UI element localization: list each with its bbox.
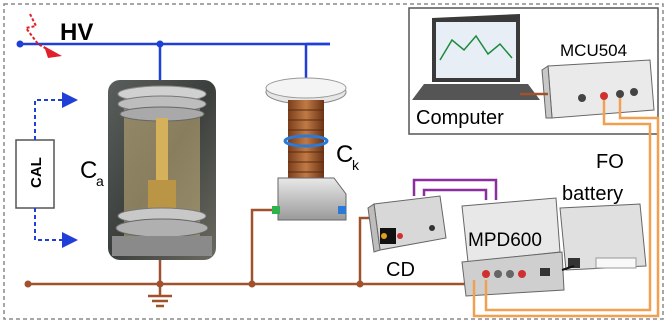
hv-arrow-icon xyxy=(24,13,62,58)
ca-label: C a xyxy=(80,157,104,189)
svg-text:C: C xyxy=(336,141,353,168)
svg-text:k: k xyxy=(352,157,360,173)
hv-label: HV xyxy=(60,19,93,46)
svg-text:a: a xyxy=(96,173,104,189)
fo-fibers xyxy=(472,98,660,318)
mpd600-device xyxy=(461,197,565,297)
battery-device xyxy=(559,203,647,271)
mcu504-device xyxy=(541,59,655,119)
ca-capacitor-photo xyxy=(108,80,216,260)
computer-laptop xyxy=(412,14,540,100)
computer-label: Computer xyxy=(416,107,504,129)
signal-cables xyxy=(412,178,498,200)
cal-label: CAL xyxy=(28,157,45,188)
svg-text:C: C xyxy=(80,157,97,184)
fo-label: FO xyxy=(596,151,624,173)
cal-box xyxy=(15,139,55,209)
cd-label: CD xyxy=(386,259,415,281)
outer-border xyxy=(3,3,664,320)
ck-capacitor xyxy=(265,77,347,221)
ck-label: C k xyxy=(336,141,360,173)
mcu-label: MCU504 xyxy=(560,41,627,60)
battery-label: battery xyxy=(562,183,623,205)
ground-icon xyxy=(148,294,172,308)
cd-device xyxy=(367,195,447,253)
mpd-label: MPD600 xyxy=(468,230,542,251)
